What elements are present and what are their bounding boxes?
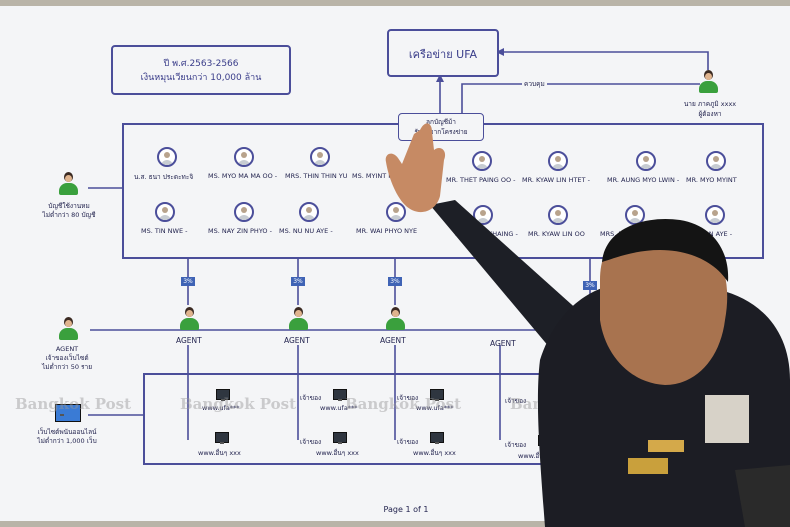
site-prefix: เจ้าของ	[300, 438, 322, 446]
accounts-box-line1: ลูกบัญชีม้า	[426, 118, 456, 126]
website-other: www.อื่นๆ xxx	[198, 449, 241, 457]
site-prefix: เจ้าของ	[505, 397, 527, 405]
watermark: Bangkok Post	[345, 395, 462, 413]
website-monitor-icon	[430, 389, 444, 401]
account-name: MRS. THIN THIN YU	[285, 172, 348, 180]
agent-person-icon	[179, 307, 199, 331]
period-box: ปี พ.ศ.2563-2566 เงินหมุนเวียนกว่า 10,00…	[111, 45, 291, 95]
account-name: MS. NU NU AYE -	[279, 227, 333, 235]
accounts-note-line1: บัญชีใช้งานหม	[48, 202, 90, 210]
account-avatar	[234, 202, 254, 222]
account-avatar	[157, 147, 177, 167]
suspect-name: นาย ภาคภูมิ xxxx	[683, 100, 737, 108]
agent-note-line1: AGENT	[55, 345, 79, 353]
account-name: MR. MYO MYINT	[686, 176, 737, 184]
site-prefix: เจ้าของ	[397, 394, 419, 402]
account-name: MR. AUNG MYO LWIN -	[607, 176, 680, 184]
site-prefix: เจ้าของ	[397, 438, 419, 446]
suspect-role: ผู้ต้องหา	[698, 110, 722, 118]
account-name: MR. WAI PHYO NYE	[356, 227, 418, 235]
website-other: www.อื่นๆ xxx	[413, 449, 456, 457]
account-avatar	[473, 205, 493, 225]
account-avatar	[636, 151, 656, 171]
network-title-box: เครือข่าย UFA	[387, 29, 499, 77]
account-avatar	[155, 202, 175, 222]
website-main: www.ufa***	[202, 404, 240, 412]
site-note-monitor-icon	[55, 404, 81, 422]
percent-badge: 3%	[388, 277, 402, 286]
agent-person-icon	[385, 307, 405, 331]
network-title: เครือข่าย UFA	[408, 48, 478, 61]
accounts-box: ลูกบัญชีม้า รับผลจากโครงข่าย	[398, 113, 484, 141]
account-name: MS. MYO MA MA OO -	[208, 172, 278, 180]
period-line1: ปี พ.ศ.2563-2566	[163, 59, 239, 69]
percent-badge: 3%	[291, 277, 305, 286]
accounts-note-line2: ไม่ต่ำกว่า 80 บัญชี	[42, 211, 96, 219]
account-avatar	[299, 202, 319, 222]
suspect-person-icon	[698, 70, 718, 94]
account-avatar	[706, 151, 726, 171]
period-line2: เงินหมุนเวียนกว่า 10,000 ล้าน	[140, 73, 262, 83]
website-main: www.ufa***	[416, 404, 454, 412]
agent-owner-icon	[58, 317, 78, 341]
agent-note-line3: ไม่ต่ำกว่า 50 ราย	[41, 363, 92, 371]
account-avatar	[386, 202, 406, 222]
watermark: Bangkok Post	[15, 395, 132, 413]
agent-label: AGENT	[380, 336, 406, 345]
site-note-line1: เว็บไซต์พนันออนไลน์	[37, 428, 97, 436]
account-avatar	[548, 205, 568, 225]
control-label: ควบคุม	[522, 80, 547, 89]
agent-label: AGENT	[284, 336, 310, 345]
accounts-user-icon	[58, 172, 78, 196]
website-monitor-icon	[333, 432, 347, 444]
accounts-box-line2: รับผลจากโครงข่าย	[414, 128, 468, 136]
account-name: SAN AYE -	[700, 230, 733, 238]
agent-label: AGENT	[176, 336, 202, 345]
account-avatar	[705, 205, 725, 225]
account-name: MRS. E	[600, 230, 623, 238]
website-monitor-icon	[333, 389, 347, 401]
account-avatar	[548, 151, 568, 171]
website-monitor-icon	[215, 432, 229, 444]
percent-badge: 3%	[583, 281, 597, 290]
site-note-line2: ไม่ต่ำกว่า 1,000 เว็บ	[37, 437, 97, 445]
agent-note-line2: เจ้าของเว็บไซต์	[45, 354, 89, 362]
account-name: MR. KYAW LIN HTET -	[522, 176, 590, 184]
account-name: MS. MYINT M	[352, 172, 394, 180]
website-monitor-icon	[430, 432, 444, 444]
percent-badge: 3%	[181, 277, 195, 286]
page-footer: Page 1 of 1	[383, 505, 429, 514]
account-name: MR. THET PAING OO -	[446, 176, 516, 184]
site-prefix: เจ้าของ	[505, 441, 527, 449]
account-name: MS. NAY ZIN PHYO -	[208, 227, 272, 235]
website-other: www.อื่นๆ xxx	[316, 449, 359, 457]
website-other: www.อื่นๆ xxx	[518, 452, 561, 460]
watermark: Bangkok Post	[180, 395, 297, 413]
site-prefix: เจ้าของ	[300, 394, 322, 402]
account-avatar	[234, 147, 254, 167]
agent-label: AGENT	[490, 339, 516, 348]
account-avatar	[472, 151, 492, 171]
website-monitor-icon	[216, 389, 230, 401]
website-main: www.ufa***	[320, 404, 358, 412]
account-avatar	[310, 147, 330, 167]
account-name: น.ส. ธนา ประดะทะจิ	[134, 173, 194, 181]
account-name: MR. KYAW LIN OO	[528, 230, 585, 238]
agent-person-icon	[288, 307, 308, 331]
account-name: MS. TIN NWE -	[141, 227, 188, 235]
